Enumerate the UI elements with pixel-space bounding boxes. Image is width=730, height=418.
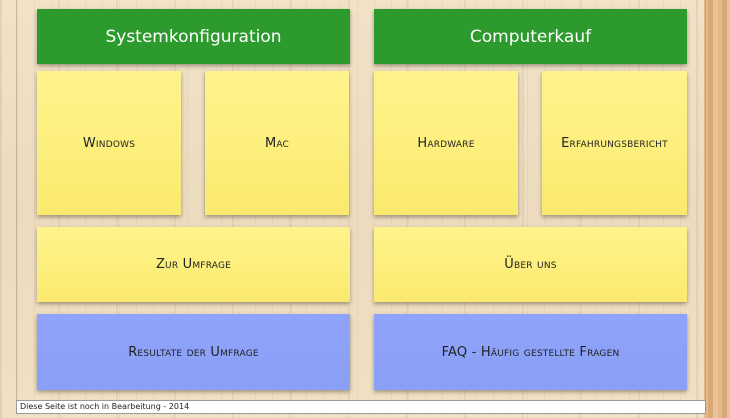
header-computerkauf[interactable]: Computerkauf (374, 9, 687, 64)
tile-windows[interactable]: Windows (37, 71, 181, 215)
tile-mac[interactable]: Mac (205, 71, 349, 215)
tile-resultate-der-umfrage[interactable]: Resultate der Umfrage (37, 314, 350, 390)
tile-zur-umfrage[interactable]: Zur Umfrage (37, 227, 350, 302)
tile-hardware[interactable]: Hardware (374, 71, 518, 215)
wood-edge-strip (704, 0, 730, 418)
header-systemkonfiguration[interactable]: Systemkonfiguration (37, 9, 350, 64)
tile-faq[interactable]: FAQ - Häufig gestellte Fragen (374, 314, 687, 390)
tile-ueber-uns[interactable]: Über uns (374, 227, 687, 302)
footer-status-text: Diese Seite ist noch in Bearbeitung - 20… (16, 400, 706, 414)
content-frame (16, 0, 706, 400)
tile-erfahrungsbericht[interactable]: Erfahrungsbericht (542, 71, 687, 215)
